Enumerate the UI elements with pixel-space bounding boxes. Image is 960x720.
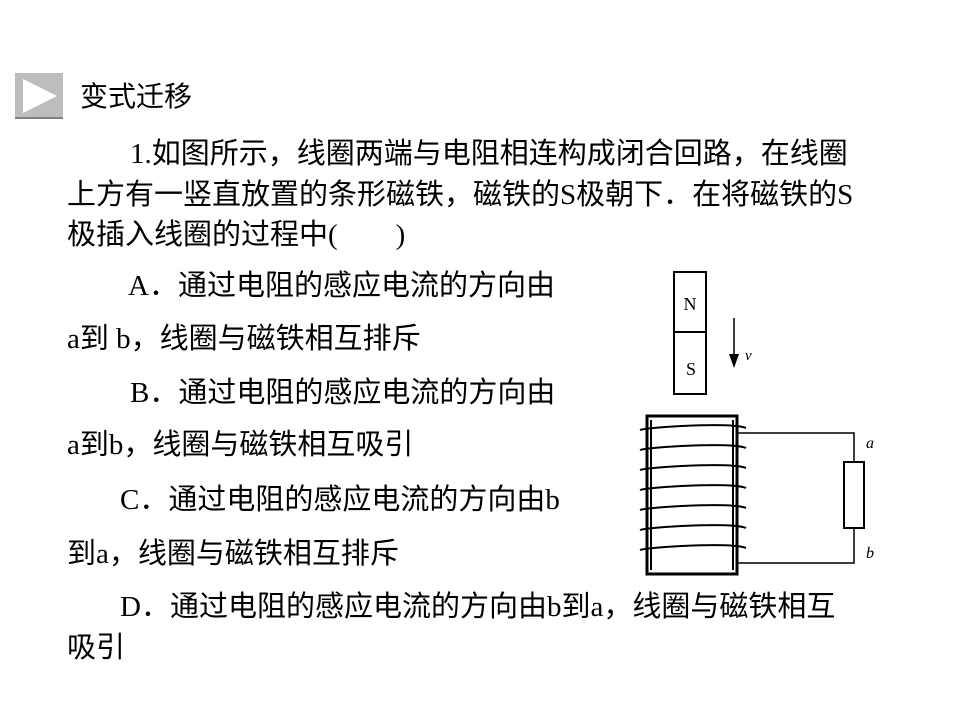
option-c-line-1: C．通过电阻的感应电流的方向由b [120, 484, 560, 516]
play-icon[interactable] [15, 73, 63, 119]
magnet-s-label: S [686, 359, 696, 379]
option-a-line-1: A．通过电阻的感应电流的方向由 [128, 270, 555, 302]
option-d-line-2: 吸引 [67, 632, 126, 664]
option-c-line-2: 到a，线圈与磁铁相互排斥 [67, 538, 399, 570]
coil-outline [645, 414, 739, 576]
magnet-south-half [673, 331, 707, 395]
terminal-a-label: a [866, 435, 874, 452]
terminal-b-label: b [866, 545, 874, 562]
question-line-1: 1.如图所示，线圈两端与电阻相连构成闭合回路，在线圈 [130, 138, 848, 170]
wire-bottom [737, 528, 855, 564]
coil-windings [639, 420, 747, 570]
velocity-label: v [745, 348, 752, 364]
wire-top [737, 432, 855, 462]
option-d-line-1: D．通过电阻的感应电流的方向由b到a，线圈与磁铁相互 [120, 591, 836, 623]
circuit-diagram: N S v a b [639, 271, 874, 576]
option-b-line-2: a到b，线圈与磁铁相互吸引 [67, 429, 414, 461]
question-line-3: 极插入线圈的过程中( ) [67, 219, 406, 251]
option-b-line-1: B．通过电阻的感应电流的方向由 [130, 377, 556, 409]
coil-magnet-figure: N S v a b [628, 268, 898, 583]
resistor [843, 461, 865, 529]
section-title: 变式迁移 [80, 82, 193, 113]
magnet-n-label: N [684, 294, 697, 314]
option-a-line-2: a到 b，线圈与磁铁相互排斥 [67, 323, 421, 355]
question-line-2: 上方有一竖直放置的条形磁铁，磁铁的S极朝下．在将磁铁的S [67, 179, 854, 211]
